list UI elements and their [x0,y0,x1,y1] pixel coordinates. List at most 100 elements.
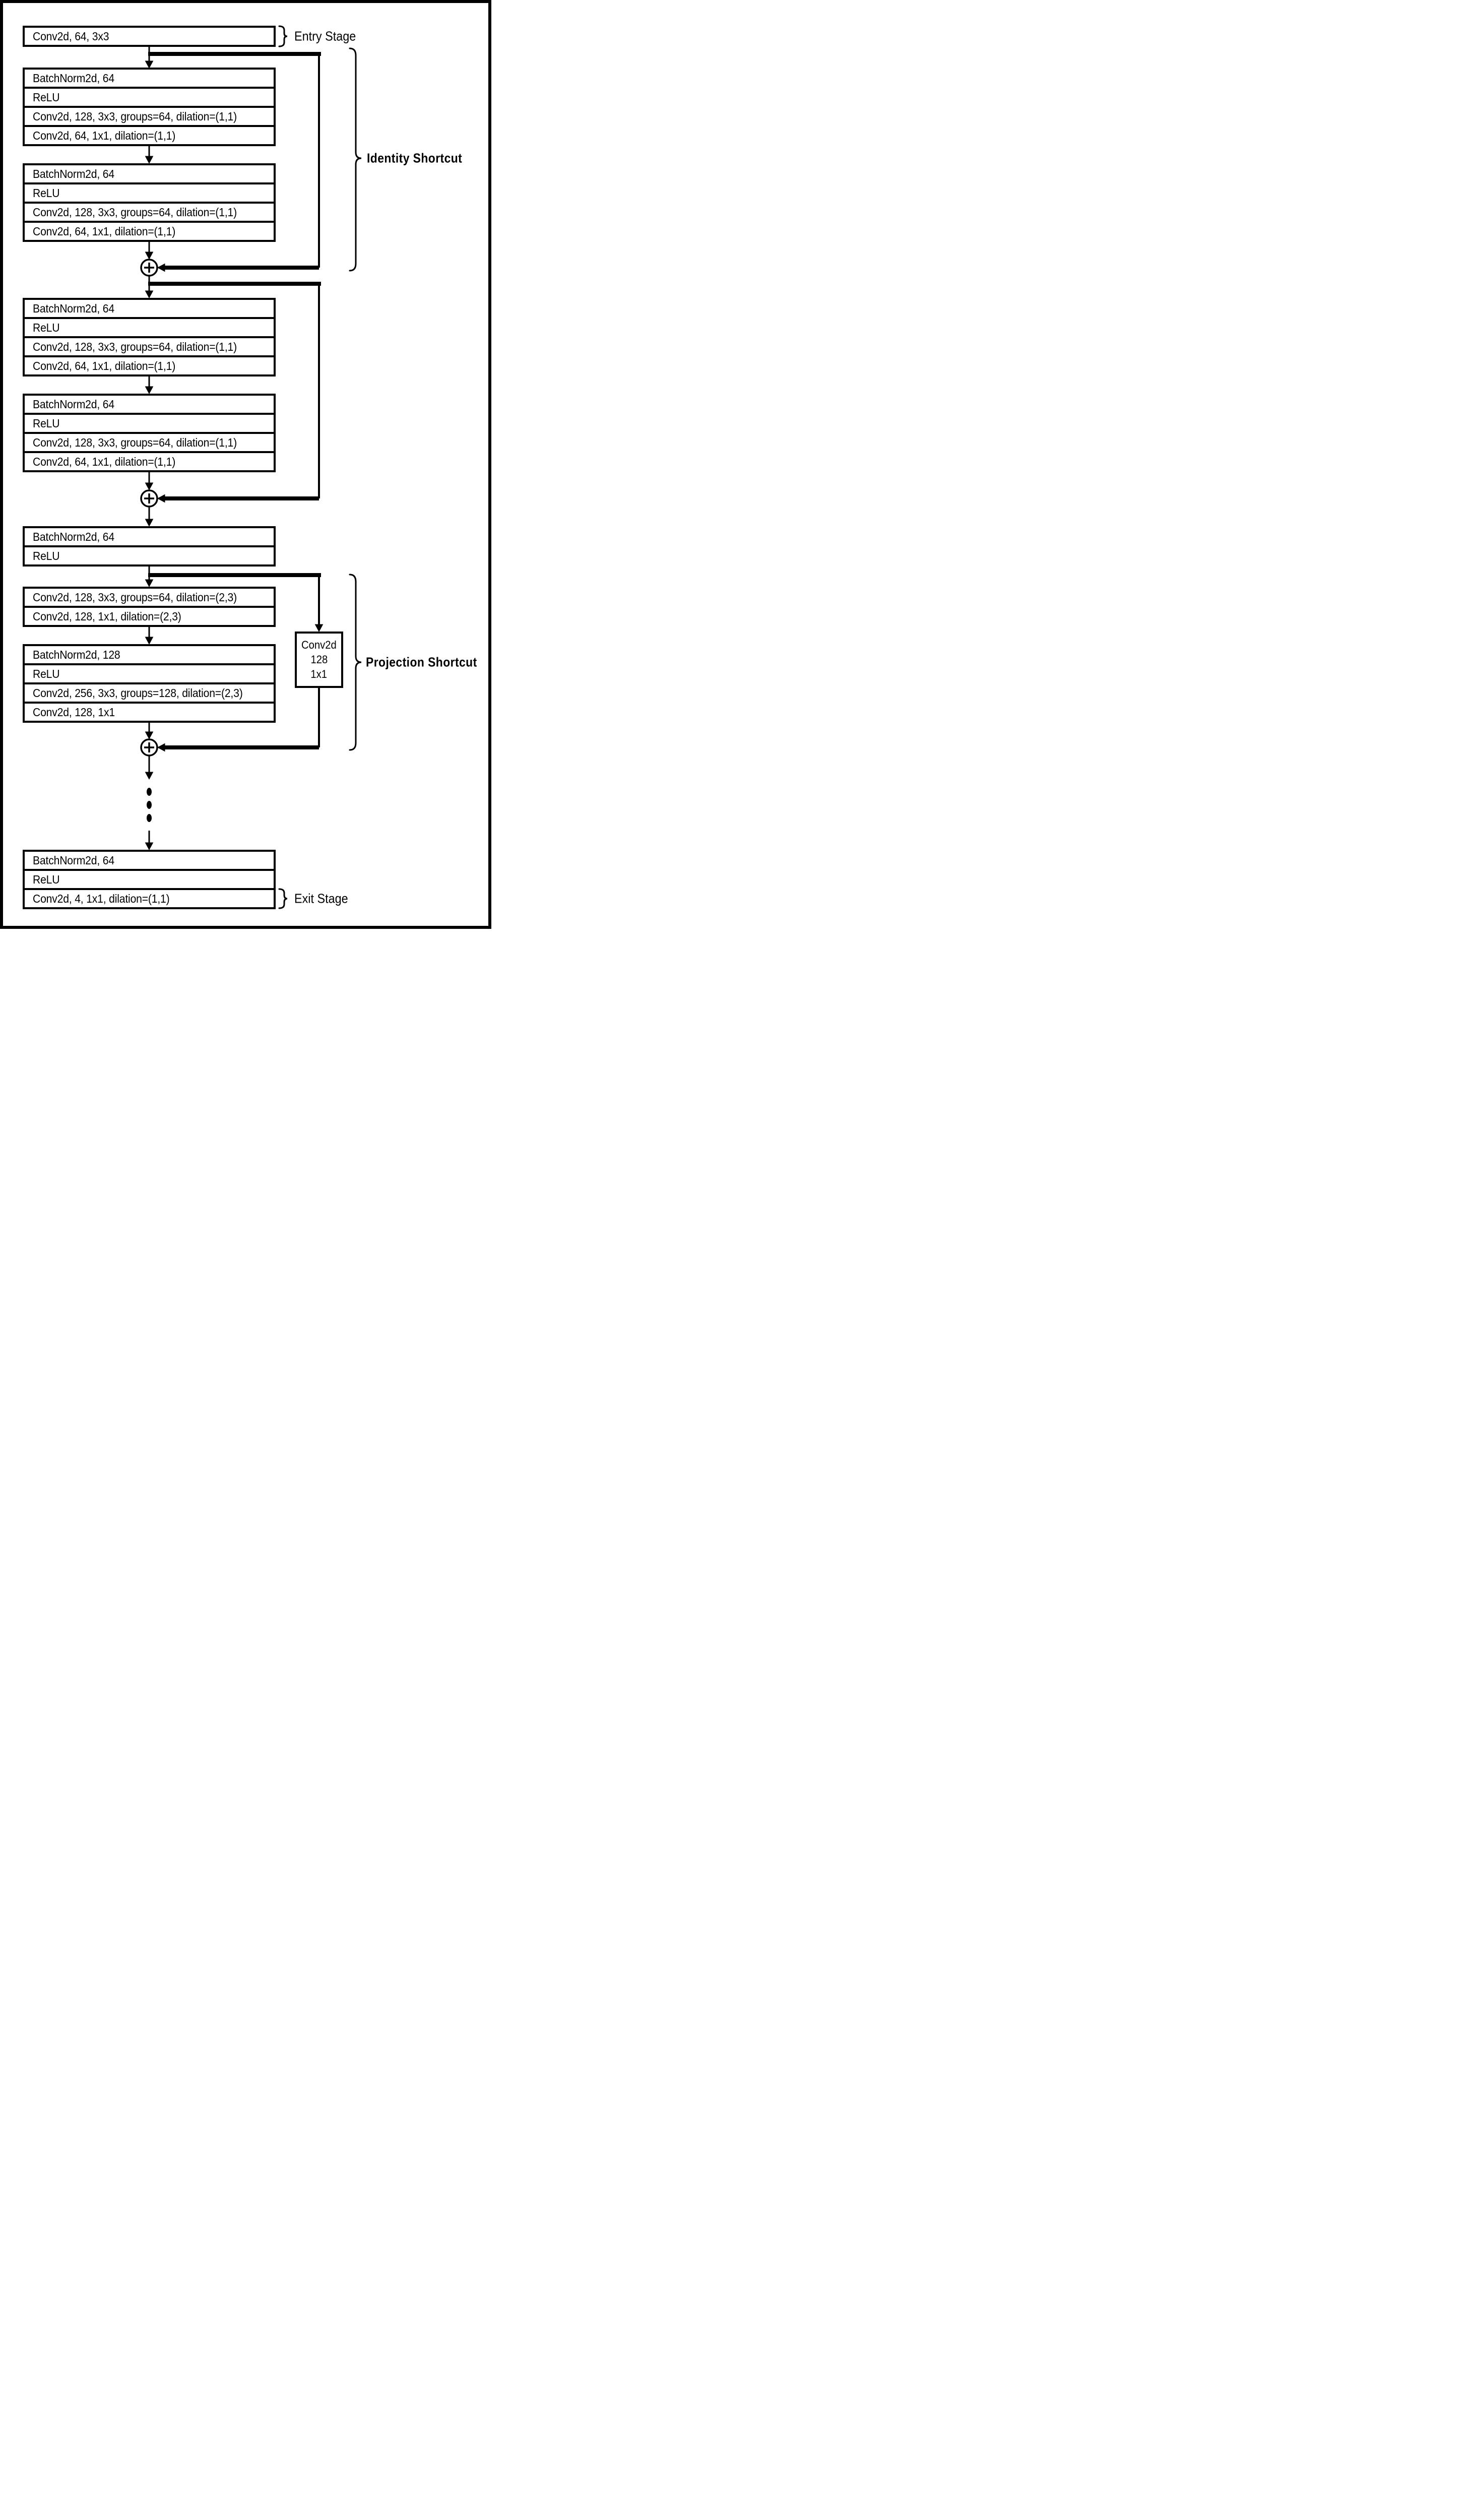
arrow-down-icon [314,624,324,633]
layer-row: Conv2d, 256, 3x3, groups=128, dilation=(… [25,682,274,702]
merge-plus-icon [140,259,158,277]
entry-stage-block: Conv2d, 64, 3x3 [23,26,276,47]
layer-label: Conv2d [301,639,337,651]
ellipsis-dot [147,814,152,822]
layer-label: Conv2d, 64, 1x1, dilation=(1,1) [33,129,176,142]
identity-brace-icon [349,47,362,272]
layer-label: Conv2d, 128, 1x1 [33,705,115,719]
arrow-down-icon [145,386,154,395]
layer-label: BatchNorm2d, 64 [33,853,114,867]
entry-brace-icon [278,25,288,47]
layer-label: Conv2d, 64, 3x3 [33,29,109,43]
projection-brace-icon [349,574,362,751]
arrow-left-icon [157,494,165,503]
projection-shortcut-wire [148,573,324,752]
layer-row: Conv2d, 128, 3x3, groups=64, dilation=(1… [25,432,274,451]
ellipsis-dots-icon [147,788,152,822]
arrow-down-icon [145,842,154,851]
architecture-diagram: Conv2d, 64, 3x3 Entry Stage BatchNorm2d,… [0,0,491,929]
arrow-down-icon [145,251,154,260]
layer-row: ReLU [25,663,274,682]
layer-label: 1x1 [310,668,328,680]
layer-label: BatchNorm2d, 64 [33,397,114,411]
layer-row: Conv2d, 64, 1x1, dilation=(1,1) [25,125,274,144]
layer-row: Conv2d, 128, 1x1 [25,702,274,721]
layer-row: Conv2d, 128, 3x3, groups=64, dilation=(1… [25,336,274,355]
merge-plus-icon [140,738,158,757]
dilated-conv-block: Conv2d, 128, 3x3, groups=64, dilation=(2… [23,587,276,627]
exit-brace-icon [278,888,288,909]
layer-label: Conv2d, 128, 3x3, groups=64, dilation=(1… [33,340,237,353]
layer-label: Conv2d, 128, 3x3, groups=64, dilation=(2… [33,590,237,604]
arrow-down-icon [145,579,154,588]
layer-row: BatchNorm2d, 128 [25,646,274,663]
layer-row: Conv2d, 128, 3x3, groups=64, dilation=(2… [25,589,274,606]
arrow-down-icon [145,290,154,299]
projection-shortcut-label: Projection Shortcut [366,654,477,670]
arrow-down-icon [145,637,154,645]
layer-row: Conv2d, 128, 3x3, groups=64, dilation=(1… [25,202,274,221]
layer-row: Conv2d, 128, 1x1, dilation=(2,3) [25,606,274,625]
layer-label: ReLU [33,549,60,562]
layer-row: BatchNorm2d, 64 [25,165,274,182]
layer-row: Conv2d, 4, 1x1, dilation=(1,1) [25,888,274,907]
entry-stage-label: Entry Stage [294,28,356,44]
ellipsis-dot [147,801,152,809]
layer-label: Conv2d, 256, 3x3, groups=128, dilation=(… [33,686,243,700]
layer-label: Conv2d, 64, 1x1, dilation=(1,1) [33,455,176,468]
layer-label: ReLU [33,416,60,430]
arrow-down-icon [145,519,154,527]
residual-block-2b: BatchNorm2d, 64 ReLU Conv2d, 128, 3x3, g… [23,394,276,472]
layer-label: Conv2d, 64, 1x1, dilation=(1,1) [33,359,176,372]
layer-label: Conv2d, 4, 1x1, dilation=(1,1) [33,892,170,905]
layer-row: ReLU [25,545,274,564]
exit-stage-block: BatchNorm2d, 64 ReLU Conv2d, 4, 1x1, dil… [23,850,276,909]
layer-row: BatchNorm2d, 64 [25,70,274,87]
layer-label: BatchNorm2d, 64 [33,530,114,543]
layer-row: Conv2d, 64, 3x3 [25,28,274,45]
arrow-left-icon [157,263,165,272]
projection-conv-block: Conv2d 128 1x1 [295,632,343,688]
merge-plus-icon [140,489,158,508]
layer-row: Conv2d, 64, 1x1, dilation=(1,1) [25,451,274,470]
layer-row: ReLU [25,869,274,888]
arrow-down-icon [145,772,154,780]
layer-label: ReLU [33,667,60,680]
layer-row: ReLU [25,413,274,432]
layer-row: BatchNorm2d, 64 [25,528,274,545]
merge-junctions [140,259,158,757]
residual-block-2a: BatchNorm2d, 64 ReLU Conv2d, 128, 3x3, g… [23,298,276,376]
layer-row: BatchNorm2d, 64 [25,300,274,317]
layer-row: ReLU [25,87,274,106]
layer-row: Conv2d, 64, 1x1, dilation=(1,1) [25,221,274,240]
layer-label: BatchNorm2d, 64 [33,167,114,180]
layer-row: Conv2d, 128, 3x3, groups=64, dilation=(1… [25,106,274,125]
identity-shortcut-wire-1 [148,52,321,272]
arrow-down-icon [145,731,154,740]
layer-label: Conv2d, 64, 1x1, dilation=(1,1) [33,224,176,238]
layer-label: Conv2d, 128, 3x3, groups=64, dilation=(1… [33,109,237,123]
connector-layer [140,25,362,909]
layer-label: ReLU [33,90,60,104]
layer-row: BatchNorm2d, 64 [25,852,274,869]
layer-label: BatchNorm2d, 64 [33,301,114,315]
layer-label: BatchNorm2d, 64 [33,71,114,85]
layer-row: Conv2d, 64, 1x1, dilation=(1,1) [25,355,274,374]
exit-stage-label: Exit Stage [294,891,348,906]
arrow-down-icon [145,60,154,69]
layer-label: ReLU [33,186,60,200]
layer-label: Conv2d, 128, 1x1, dilation=(2,3) [33,609,181,623]
identity-shortcut-label: Identity Shortcut [367,150,463,166]
layer-label: 128 [310,653,328,666]
layer-row: ReLU [25,317,274,336]
arrow-down-icon [145,482,154,491]
layer-label: Conv2d, 128, 3x3, groups=64, dilation=(1… [33,435,237,449]
layer-label: ReLU [33,321,60,334]
ellipsis-dot [147,788,152,796]
identity-shortcut-wire-2 [148,282,321,503]
residual-block-1b: BatchNorm2d, 64 ReLU Conv2d, 128, 3x3, g… [23,163,276,242]
residual-block-128: BatchNorm2d, 128 ReLU Conv2d, 256, 3x3, … [23,644,276,723]
arrow-down-icon [145,156,154,164]
layer-row: BatchNorm2d, 64 [25,396,274,413]
braces [278,25,362,909]
